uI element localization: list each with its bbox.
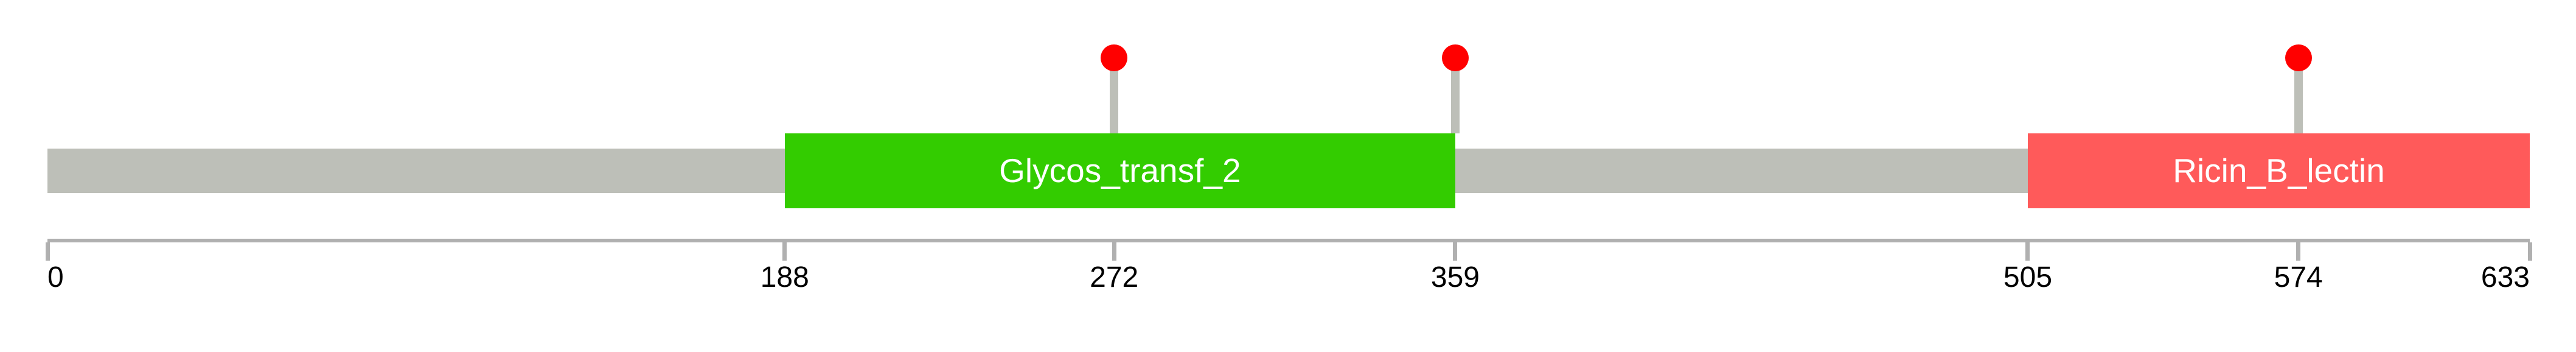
axis-tick <box>2296 242 2301 261</box>
marker-stem <box>1450 58 1460 133</box>
domain-label: Ricin_B_lectin <box>2173 152 2385 189</box>
axis-tick <box>45 242 50 261</box>
domain-label: Glycos_transf_2 <box>999 152 1241 189</box>
mutation-marker[interactable] <box>1101 44 1128 71</box>
axis-tick-label: 574 <box>2274 261 2323 294</box>
marker-stem <box>2294 58 2303 133</box>
axis-tick-label: 188 <box>760 261 809 294</box>
axis-tick-label: 272 <box>1090 261 1139 294</box>
axis-tick <box>782 242 787 261</box>
mutation-marker[interactable] <box>1441 44 1469 71</box>
mutation-marker[interactable] <box>2285 44 2312 71</box>
marker-stem <box>1110 58 1119 133</box>
axis-tick-label: 633 <box>2480 261 2530 294</box>
domain-ricin-b-lectin[interactable]: Ricin_B_lectin <box>2027 133 2530 208</box>
sequence-axis-line <box>47 239 2530 242</box>
axis-tick <box>1453 242 1458 261</box>
axis-tick <box>2025 242 2030 261</box>
axis-tick <box>1112 242 1116 261</box>
axis-tick-label: 0 <box>47 261 64 294</box>
axis-tick-label: 505 <box>2003 261 2053 294</box>
axis-tick-label: 359 <box>1430 261 1480 294</box>
domain-glycos-transf-2[interactable]: Glycos_transf_2 <box>784 133 1455 208</box>
axis-tick <box>2527 242 2532 261</box>
